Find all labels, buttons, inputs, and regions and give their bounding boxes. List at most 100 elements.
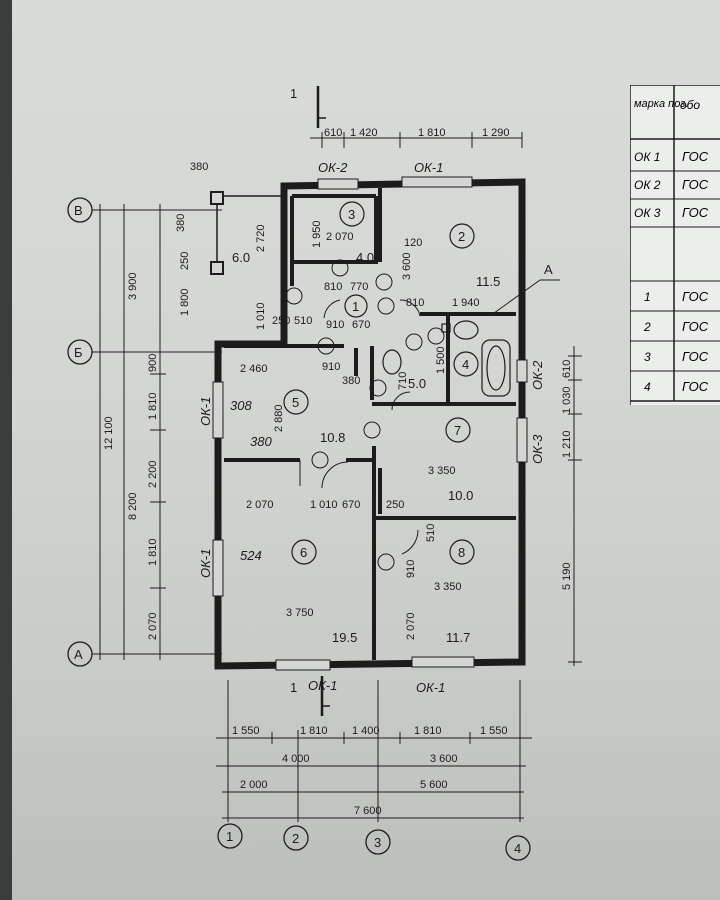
room-5: 5 10.8 [283,389,345,445]
dim-left-12100: 12 100 [103,416,115,450]
callout-a: А [489,262,560,317]
room-4-area: 5.0 [408,376,426,391]
dim-bottom-1400: 1 400 [352,725,380,737]
table-row-mark: 4 [644,380,651,394]
table-header-doc: обо [680,98,700,112]
dim-bottom-1550b: 1 550 [480,725,508,737]
room-6-area: 19.5 [332,630,357,645]
section-label: 1 [290,86,297,101]
svg-text:8: 8 [458,545,465,560]
dim-380-side: 380 [175,214,187,232]
dim-910-c: 910 [405,560,417,578]
room-7-area: 10.0 [448,488,473,503]
left-dimension-lines [96,204,166,660]
table-row-doc: ГОС [682,177,709,192]
table-row-mark: 1 [644,290,651,304]
dim-bottom-1550a: 1 550 [232,725,260,737]
dim-510-a: 510 [294,315,312,327]
dim-2070-top: 2 070 [326,231,354,243]
dim-510-b: 510 [425,524,437,542]
dim-1800: 1 800 [179,288,191,316]
window-label-ok1-left-b: ОК-1 [198,549,213,578]
room-2: 2 11.5 [449,223,500,289]
dim-3600: 3 600 [401,252,413,280]
dim-left-2200: 2 200 [147,460,159,488]
dim-right-5190: 5 190 [561,562,573,590]
dim-left-1810a: 1 810 [147,392,159,420]
dim-1010-b: 1 010 [310,499,338,511]
table-row-mark: 2 [643,320,651,334]
drawing-sheet [12,0,720,900]
svg-text:7: 7 [454,423,461,438]
room-3: 3 4.0 [339,201,374,265]
table-row-mark: ОК 1 [634,150,660,164]
window-openings [212,176,528,671]
svg-text:5: 5 [292,395,299,410]
window-label-ok1-left-a: ОК-1 [198,397,213,426]
svg-text:В: В [74,203,83,218]
svg-text:Б: Б [74,345,83,360]
dim-bottom-4000: 4 000 [282,753,310,765]
dim-3350-b: 3 350 [434,581,462,593]
svg-text:1: 1 [226,829,233,844]
window-label-ok2-right: ОК-2 [530,360,545,390]
window-label-ok3-right: ОК-3 [530,434,545,464]
dim-120-a: 120 [404,237,422,249]
table-row-doc: ГОС [682,379,709,394]
dim-top-1810: 1 810 [418,127,446,139]
dim-670-a: 670 [352,319,370,331]
bathroom-fixtures [382,320,511,397]
section-mark-bottom: 1 [290,676,330,716]
door-swings [299,299,421,555]
dim-1950: 1 950 [311,220,323,248]
dim-left-3900: 3 900 [127,272,139,300]
window-label-ok1-bottom-b: ОК-1 [416,680,445,695]
svg-text:4: 4 [462,357,469,372]
table-row-doc: ГОС [682,205,709,220]
dim-1010: 1 010 [255,302,267,330]
dim-top-1420: 1 420 [350,127,378,139]
right-dimension-chain [568,346,582,666]
axis-col-4: 4 [505,835,531,861]
svg-text:2: 2 [458,229,465,244]
dim-1500: 1 500 [435,346,447,374]
dim-910-b: 910 [322,361,340,373]
dim-bottom-3600: 3 600 [430,753,458,765]
dim-2720: 2 720 [255,224,267,252]
dim-3750: 3 750 [286,607,314,619]
table-row-doc: ГОС [682,289,709,304]
dim-670-b: 670 [342,499,360,511]
top-dimension-chain [310,132,523,148]
svg-text:А: А [74,647,83,662]
table-row-doc: ГОС [682,319,709,334]
room-5-area: 10.8 [320,430,345,445]
table-row-mark: 3 [644,350,651,364]
svg-text:4: 4 [514,841,521,856]
section-mark-top: 1 [290,86,326,128]
dim-right-1210: 1 210 [561,430,573,458]
dim-250-b: 250 [272,315,290,327]
svg-text:1: 1 [290,680,297,695]
room-1: 1 [344,294,368,318]
table-row-doc: ГОС [682,349,709,364]
svg-text:6: 6 [300,545,307,560]
door-markers [285,259,445,571]
room-8-area: 11.7 [446,630,470,645]
dim-bottom-1810b: 1 810 [414,725,442,737]
dim-250: 250 [179,252,191,270]
dim-2070-mid: 2 070 [246,499,274,511]
dim-380-c: 380 [342,375,360,387]
dim-2460: 2 460 [240,363,268,375]
dim-1940: 1 940 [452,297,480,309]
room-2-area: 11.5 [476,274,500,289]
dim-left-900: 900 [147,354,159,372]
dim-top-1290: 1 290 [482,127,510,139]
dim-left-1810b: 1 810 [147,538,159,566]
handwritten-note-524: 524 [240,548,262,563]
dim-2070-low: 2 070 [405,612,417,640]
table-row-doc: ГОС [682,149,709,164]
dim-380-top: 380 [190,161,208,173]
interior-walls [224,188,516,660]
table-row-mark: ОК 2 [634,178,661,192]
